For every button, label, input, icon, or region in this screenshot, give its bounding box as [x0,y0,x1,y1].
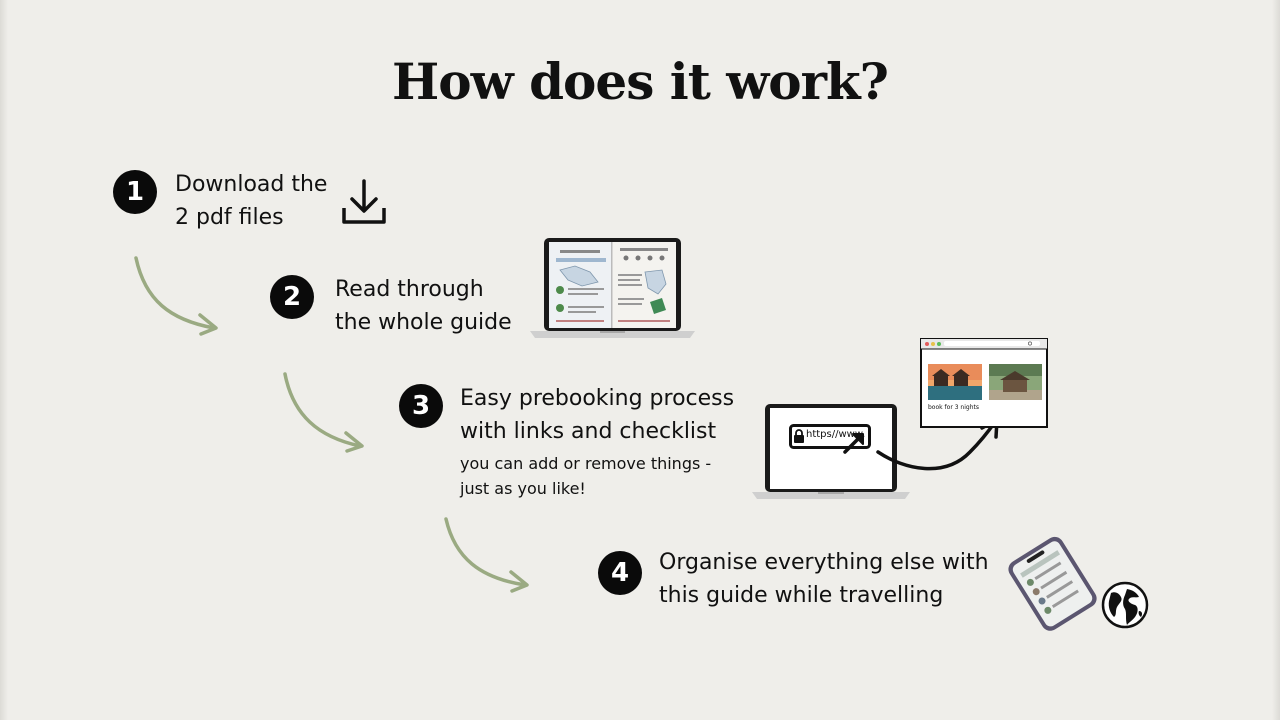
url-text: https//www. [806,429,866,440]
step-1-line1: Download the [175,172,328,197]
step-1-line2: 2 pdf files [175,205,284,230]
step-3-sub-line1: you can add or remove things - [460,454,712,473]
step-3-sub-line2: just as you like! [460,479,586,498]
step-2-line1: Read through [335,277,484,302]
cursor-arrow-icon [843,433,864,454]
step-4-line1: Organise everything else with [659,550,989,575]
laptop-guide-illustration [530,238,695,338]
step-3-subtext: you can add or remove things - just as y… [460,451,711,501]
download-icon [342,179,386,224]
step-3-line2: with links and checklist [460,419,717,444]
globe-icon [1101,581,1149,629]
booking-window-illustration [920,338,1048,428]
curved-arrow-1 [134,256,218,336]
step-2-text: Read through the whole guide [335,273,512,339]
step-2-badge: 2 [270,275,314,319]
page-edge-left [0,0,8,720]
step-1-text: Download the 2 pdf files [175,168,327,234]
booking-caption: book for 3 nights [928,404,979,411]
laptop-link-illustration [752,404,910,499]
step-2-line2: the whole guide [335,310,512,335]
step-4-text: Organise everything else with this guide… [659,546,989,612]
url-bar [789,424,871,449]
page-title: How does it work? [392,52,889,111]
phone-illustration [1008,536,1097,631]
curved-arrow-2 [283,372,364,453]
step-3-text: Easy prebooking process with links and c… [460,382,734,448]
step-4-badge: 4 [598,551,642,595]
step-3-line1: Easy prebooking process [460,386,735,411]
curved-arrow-3 [444,517,529,593]
lock-icon [794,429,804,443]
step-4-line2: this guide while travelling [659,583,944,608]
page-edge-right [1272,0,1280,720]
step-1-badge: 1 [113,170,157,214]
step-3-badge: 3 [399,384,443,428]
